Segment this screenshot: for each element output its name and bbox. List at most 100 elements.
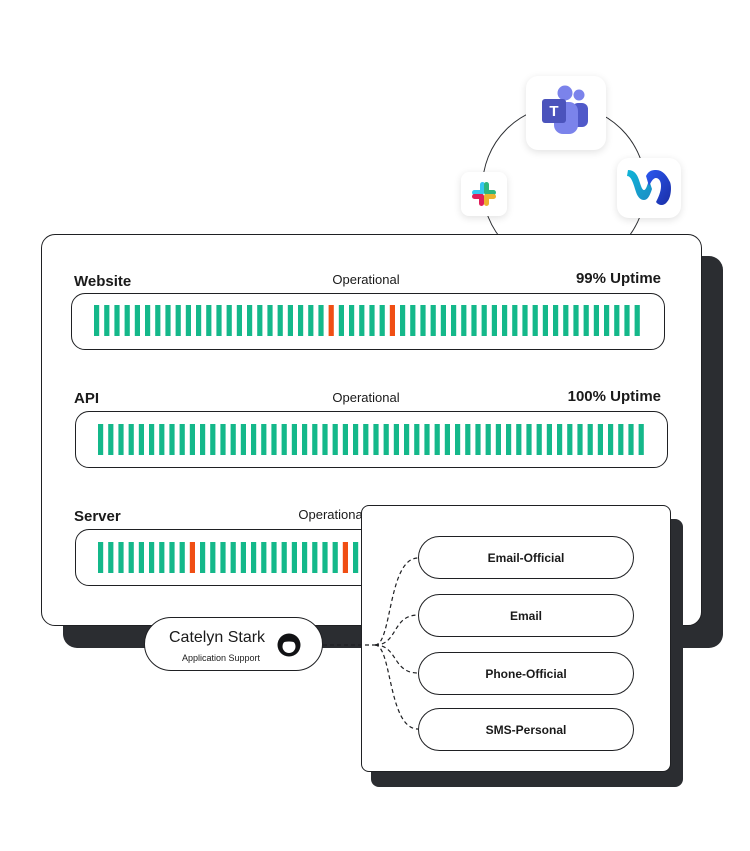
uptime-tick <box>175 305 181 336</box>
uptime-tick <box>104 305 110 336</box>
contact-phone-official[interactable]: Phone-Official <box>418 652 634 695</box>
uptime-tick <box>155 305 161 336</box>
contact-sms-personal[interactable]: SMS-Personal <box>418 708 634 751</box>
slack-tile[interactable] <box>461 172 507 216</box>
uptime-tick <box>98 424 104 455</box>
uptime-tick <box>532 305 538 336</box>
uptime-tick <box>312 542 318 573</box>
webex-icon <box>627 170 671 205</box>
uptime-tick <box>363 424 369 455</box>
uptime-tick <box>230 424 236 455</box>
uptime-tick <box>200 542 206 573</box>
uptime-tick <box>251 542 257 573</box>
uptime-tick <box>506 424 512 455</box>
uptime-tick <box>236 305 242 336</box>
uptime-tick <box>118 542 124 573</box>
uptime-tick <box>512 305 518 336</box>
uptime-tick <box>332 424 338 455</box>
service-name-api: API <box>74 390 100 407</box>
uptime-tick <box>332 542 338 573</box>
uptime-tick <box>608 424 614 455</box>
uptime-tick <box>567 424 573 455</box>
uptime-tick <box>169 424 175 455</box>
uptime-tick <box>128 542 134 573</box>
uptime-tick <box>206 305 212 336</box>
uptime-tick <box>434 424 440 455</box>
uptime-tick <box>379 305 385 336</box>
uptime-tick <box>410 305 416 336</box>
uptime-tick <box>302 424 308 455</box>
uptime-tick <box>226 305 232 336</box>
uptime-tick <box>271 542 277 573</box>
user-name: Catelyn Stark <box>169 629 266 646</box>
webex-tile[interactable] <box>617 158 681 218</box>
teams-tile[interactable]: T <box>526 76 606 150</box>
uptime-tick-incident <box>389 305 395 336</box>
uptime-tick <box>638 424 644 455</box>
uptime-tick <box>440 305 446 336</box>
uptime-tick <box>108 424 114 455</box>
uptime-bar-website <box>71 293 665 350</box>
uptime-tick <box>471 305 477 336</box>
uptime-tick <box>291 424 297 455</box>
uptime-tick <box>485 424 491 455</box>
uptime-tick <box>281 542 287 573</box>
uptime-tick <box>404 424 410 455</box>
uptime-tick <box>400 305 406 336</box>
uptime-tick <box>634 305 640 336</box>
uptime-tick <box>247 305 253 336</box>
uptime-tick <box>240 542 246 573</box>
uptime-tick <box>261 542 267 573</box>
user-role: Application Support <box>182 653 261 663</box>
uptime-tick <box>159 542 165 573</box>
uptime-tick <box>149 424 155 455</box>
uptime-tick <box>308 305 314 336</box>
uptime-tick <box>583 305 589 336</box>
uptime-tick <box>491 305 497 336</box>
uptime-tick <box>614 305 620 336</box>
uptime-tick <box>302 542 308 573</box>
uptime-tick-incident <box>189 542 195 573</box>
uptime-tick <box>298 305 304 336</box>
uptime-tick <box>271 424 277 455</box>
uptime-tick <box>251 424 257 455</box>
uptime-tick <box>451 305 457 336</box>
uptime-tick <box>373 424 379 455</box>
uptime-tick <box>118 424 124 455</box>
uptime-tick <box>169 542 175 573</box>
uptime-tick <box>128 424 134 455</box>
uptime-tick <box>342 424 348 455</box>
uptime-tick <box>179 542 185 573</box>
service-name-server: Server <box>74 508 121 525</box>
uptime-tick <box>526 424 532 455</box>
uptime-tick <box>124 305 130 336</box>
contact-email-official[interactable]: Email-Official <box>418 536 634 579</box>
uptime-tick <box>312 424 318 455</box>
uptime-tick <box>522 305 528 336</box>
uptime-bar-api <box>75 411 668 468</box>
user-card[interactable]: Catelyn Stark Application Support <box>144 617 323 671</box>
uptime-tick <box>542 305 548 336</box>
uptime-tick <box>587 424 593 455</box>
uptime-tick <box>281 424 287 455</box>
uptime-tick <box>165 305 171 336</box>
uptime-tick <box>230 542 236 573</box>
uptime-tick <box>267 305 273 336</box>
uptime-tick <box>291 542 297 573</box>
uptime-tick <box>185 305 191 336</box>
uptime-tick-incident <box>328 305 334 336</box>
uptime-tick <box>196 305 202 336</box>
uptime-tick <box>149 542 155 573</box>
uptime-tick <box>553 305 559 336</box>
uptime-tick <box>420 305 426 336</box>
service-uptime-website: 99% Uptime <box>575 270 661 287</box>
uptime-tick <box>349 305 355 336</box>
uptime-tick <box>114 305 120 336</box>
uptime-tick <box>200 424 206 455</box>
uptime-tick <box>444 424 450 455</box>
uptime-tick <box>597 424 603 455</box>
uptime-tick <box>220 542 226 573</box>
uptime-tick <box>216 305 222 336</box>
contact-email[interactable]: Email <box>418 594 634 637</box>
uptime-tick <box>138 542 144 573</box>
